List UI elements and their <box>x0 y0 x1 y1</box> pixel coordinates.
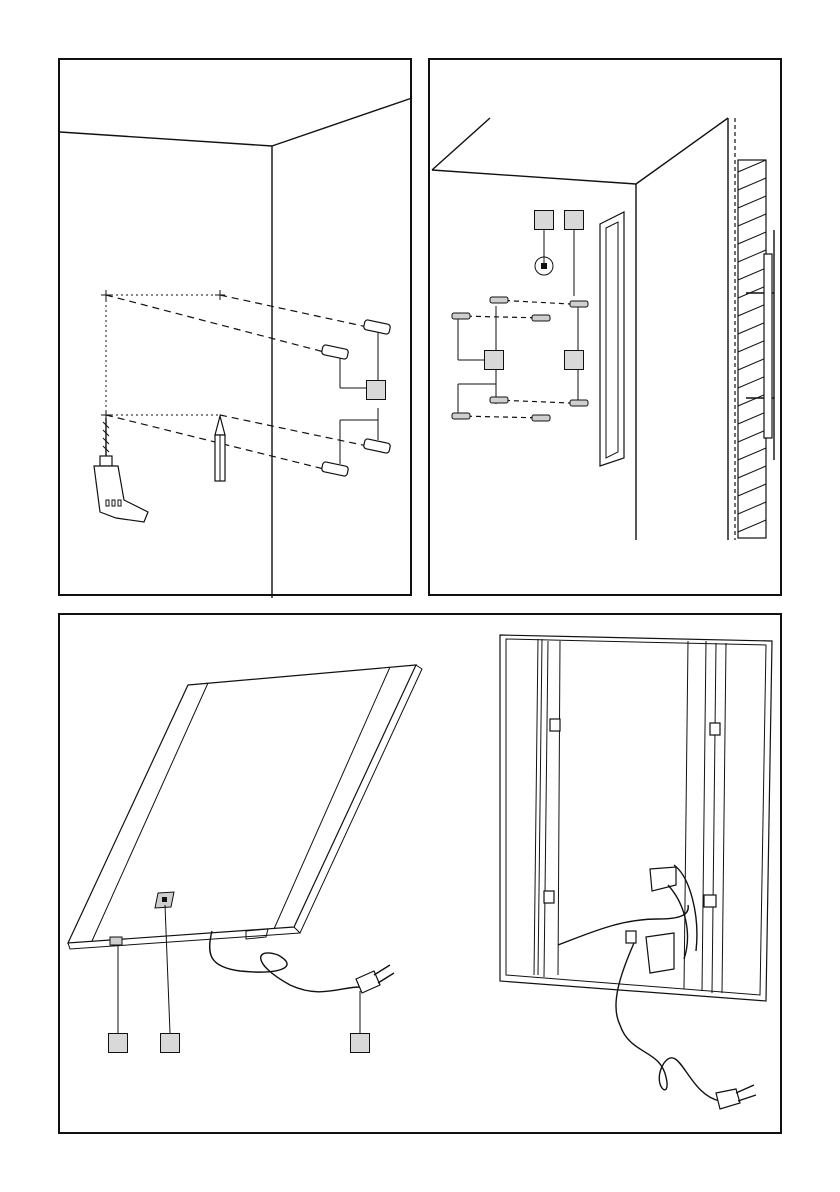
callout-box-screw-top <box>564 210 584 230</box>
room-corner <box>60 98 412 598</box>
wall-section <box>735 118 774 540</box>
mirror-panel-icon <box>600 212 624 466</box>
drill-icon <box>94 418 148 522</box>
mirror-panel-icon <box>68 665 422 949</box>
pencil-icon <box>215 416 225 481</box>
mounting-illustration <box>430 60 784 598</box>
callout-box-wall-plug <box>484 350 504 370</box>
panel-mounting <box>428 58 782 596</box>
callout-box-switch <box>160 1033 180 1053</box>
panel-drilling <box>58 58 412 596</box>
power-plug-icon <box>620 1025 756 1109</box>
callout-box-bracket <box>534 210 554 230</box>
drilling-illustration <box>60 60 414 598</box>
callout-box-screw <box>564 350 584 370</box>
marking-lines <box>101 290 225 420</box>
callout-lines <box>458 228 578 416</box>
callout-box-power-plug <box>350 1033 370 1053</box>
connecting-illustration <box>60 615 784 1136</box>
power-plug-icon <box>210 931 394 993</box>
panel-connecting <box>58 613 782 1134</box>
callout-box-connector <box>108 1033 128 1053</box>
mirror-back-view <box>500 635 772 1025</box>
callout-box-wall-plug <box>366 380 386 400</box>
room-corner <box>432 118 728 540</box>
projection-lines <box>106 295 372 470</box>
